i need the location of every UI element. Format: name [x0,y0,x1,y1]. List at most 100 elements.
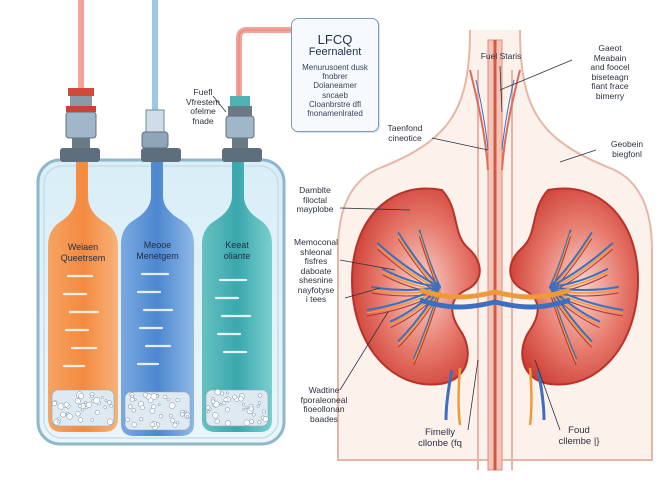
sediment-particle [257,401,262,405]
label-bottom-right: Foud cllembe |} [558,425,600,447]
tube-label: Fuefl Vfrestem ofelme fnade [185,87,220,126]
label-right-mid: Geobein biegfonl [610,139,644,159]
sediment-particle [257,420,262,425]
sediment-particle [212,412,219,419]
sediment-particle [223,397,229,403]
sediment-particle [225,420,232,427]
sediment-particle [242,407,245,411]
kidney-icon [350,187,481,386]
sediment-particle [248,406,254,412]
sediment-particle [104,399,108,402]
label-upper-left: Damblte filoctal mayplobe [296,185,334,214]
sediment-particle [261,409,266,414]
sediment-particle [214,418,220,425]
sediment-particle [222,401,226,406]
sediment-particle [100,396,104,399]
label-top-center: Fuel Staris [480,51,522,61]
label-middle-left: Memoconal shleonal fisfres daboate shesn… [294,237,338,304]
kidney-vessel-branch [549,286,624,311]
kidney-icon [509,187,640,386]
sediment-particle [109,404,113,409]
sediment-particle [175,398,180,403]
kidney-vessel-branch [371,286,441,291]
sediment-particle [158,414,164,419]
inlet-tubes [78,0,292,120]
sediment-particle [107,400,112,405]
sediment-particle [78,404,82,408]
leader-lines [212,59,597,431]
sediment-particle [176,421,180,425]
kidney-vessel-branch [549,268,609,288]
sediment-particle [170,418,176,423]
sediment-particle [139,417,144,422]
sediment-particle [258,393,263,398]
sediment-particle [94,410,100,415]
sediment-particle [51,400,57,407]
sediment-particle [166,398,170,402]
sediment-particle [168,402,176,409]
kidney-vessel-branch [389,286,441,323]
sediment-particle [66,413,73,420]
kidney-vessel-branch [549,292,577,365]
sediment-particle [103,405,108,409]
sediment-particle [251,412,256,417]
kidney-vessel-branch [413,289,441,363]
sediment-particle [184,410,187,413]
renal-vessels [419,287,571,426]
sediment-particle [56,419,61,424]
sediment-particle [180,412,185,417]
sediment-particle [162,394,168,400]
sediment-particle [210,399,216,405]
feature-callout: LFCQ Feernalent Menurusoent dusk fnobrer… [291,18,379,132]
sediment-particle [75,411,81,417]
sediment-particle [78,393,85,399]
sediment-speckles [51,388,269,431]
sediment-particle [134,398,137,401]
sediment-particle [125,417,130,422]
sediment-particle [244,406,248,410]
sediment-particle [77,417,84,423]
sediment-particle [225,407,230,413]
bottle-orange-label: Weiaen Queetrsem [60,242,106,263]
sediment-particle [90,418,95,422]
kidney-vessel-branch [418,229,441,288]
bubble-media-icon [62,272,252,368]
label-top-right: Gaeot Meabain and foocel biseteagn fiant… [590,43,630,101]
label-bottom-mid: Fimelly cllonbe (fq [418,427,462,449]
sediment-particle [139,405,145,411]
sediment-particle [206,410,210,414]
kidney-vessel-branch [549,289,577,363]
bottle-blue [121,162,194,436]
sediment-particle [129,397,135,402]
label-trachea: Taenfond cineotice [387,123,423,143]
tube-connector-icon [65,88,255,149]
kidney-vessel-branch [366,286,441,311]
kidney-vessel-branch [376,242,441,288]
sediment-particle [93,397,101,404]
sediment-particle [185,414,189,418]
callout-subtitle: Feernalent [308,46,362,58]
sediment-particle [262,416,269,423]
sediment-particle [131,421,138,428]
sediment-particle [86,401,92,408]
sediment-particle [60,411,66,418]
sediment-particle [142,392,149,398]
kidney-vessel-branch [549,232,593,288]
callout-title: LFCQ [317,32,353,47]
sediment-particle [157,403,161,406]
sediment-particle [127,404,133,409]
bottle-blue-label: Meooe Menetgem [136,240,179,261]
sediment-particle [205,405,211,410]
kidney-vessel-branch [549,286,619,291]
sediment-particle [148,397,154,403]
sediment-particle [214,388,221,396]
sediment-particle [168,413,173,418]
kidney-vessel-branch [549,286,601,323]
sediment-particle [90,394,94,399]
blood-vessel-icon [469,39,521,471]
sediment-particle [241,402,245,406]
sediment-particle [256,404,260,408]
sediment-particle [243,419,251,426]
sediment-particle [84,401,88,405]
